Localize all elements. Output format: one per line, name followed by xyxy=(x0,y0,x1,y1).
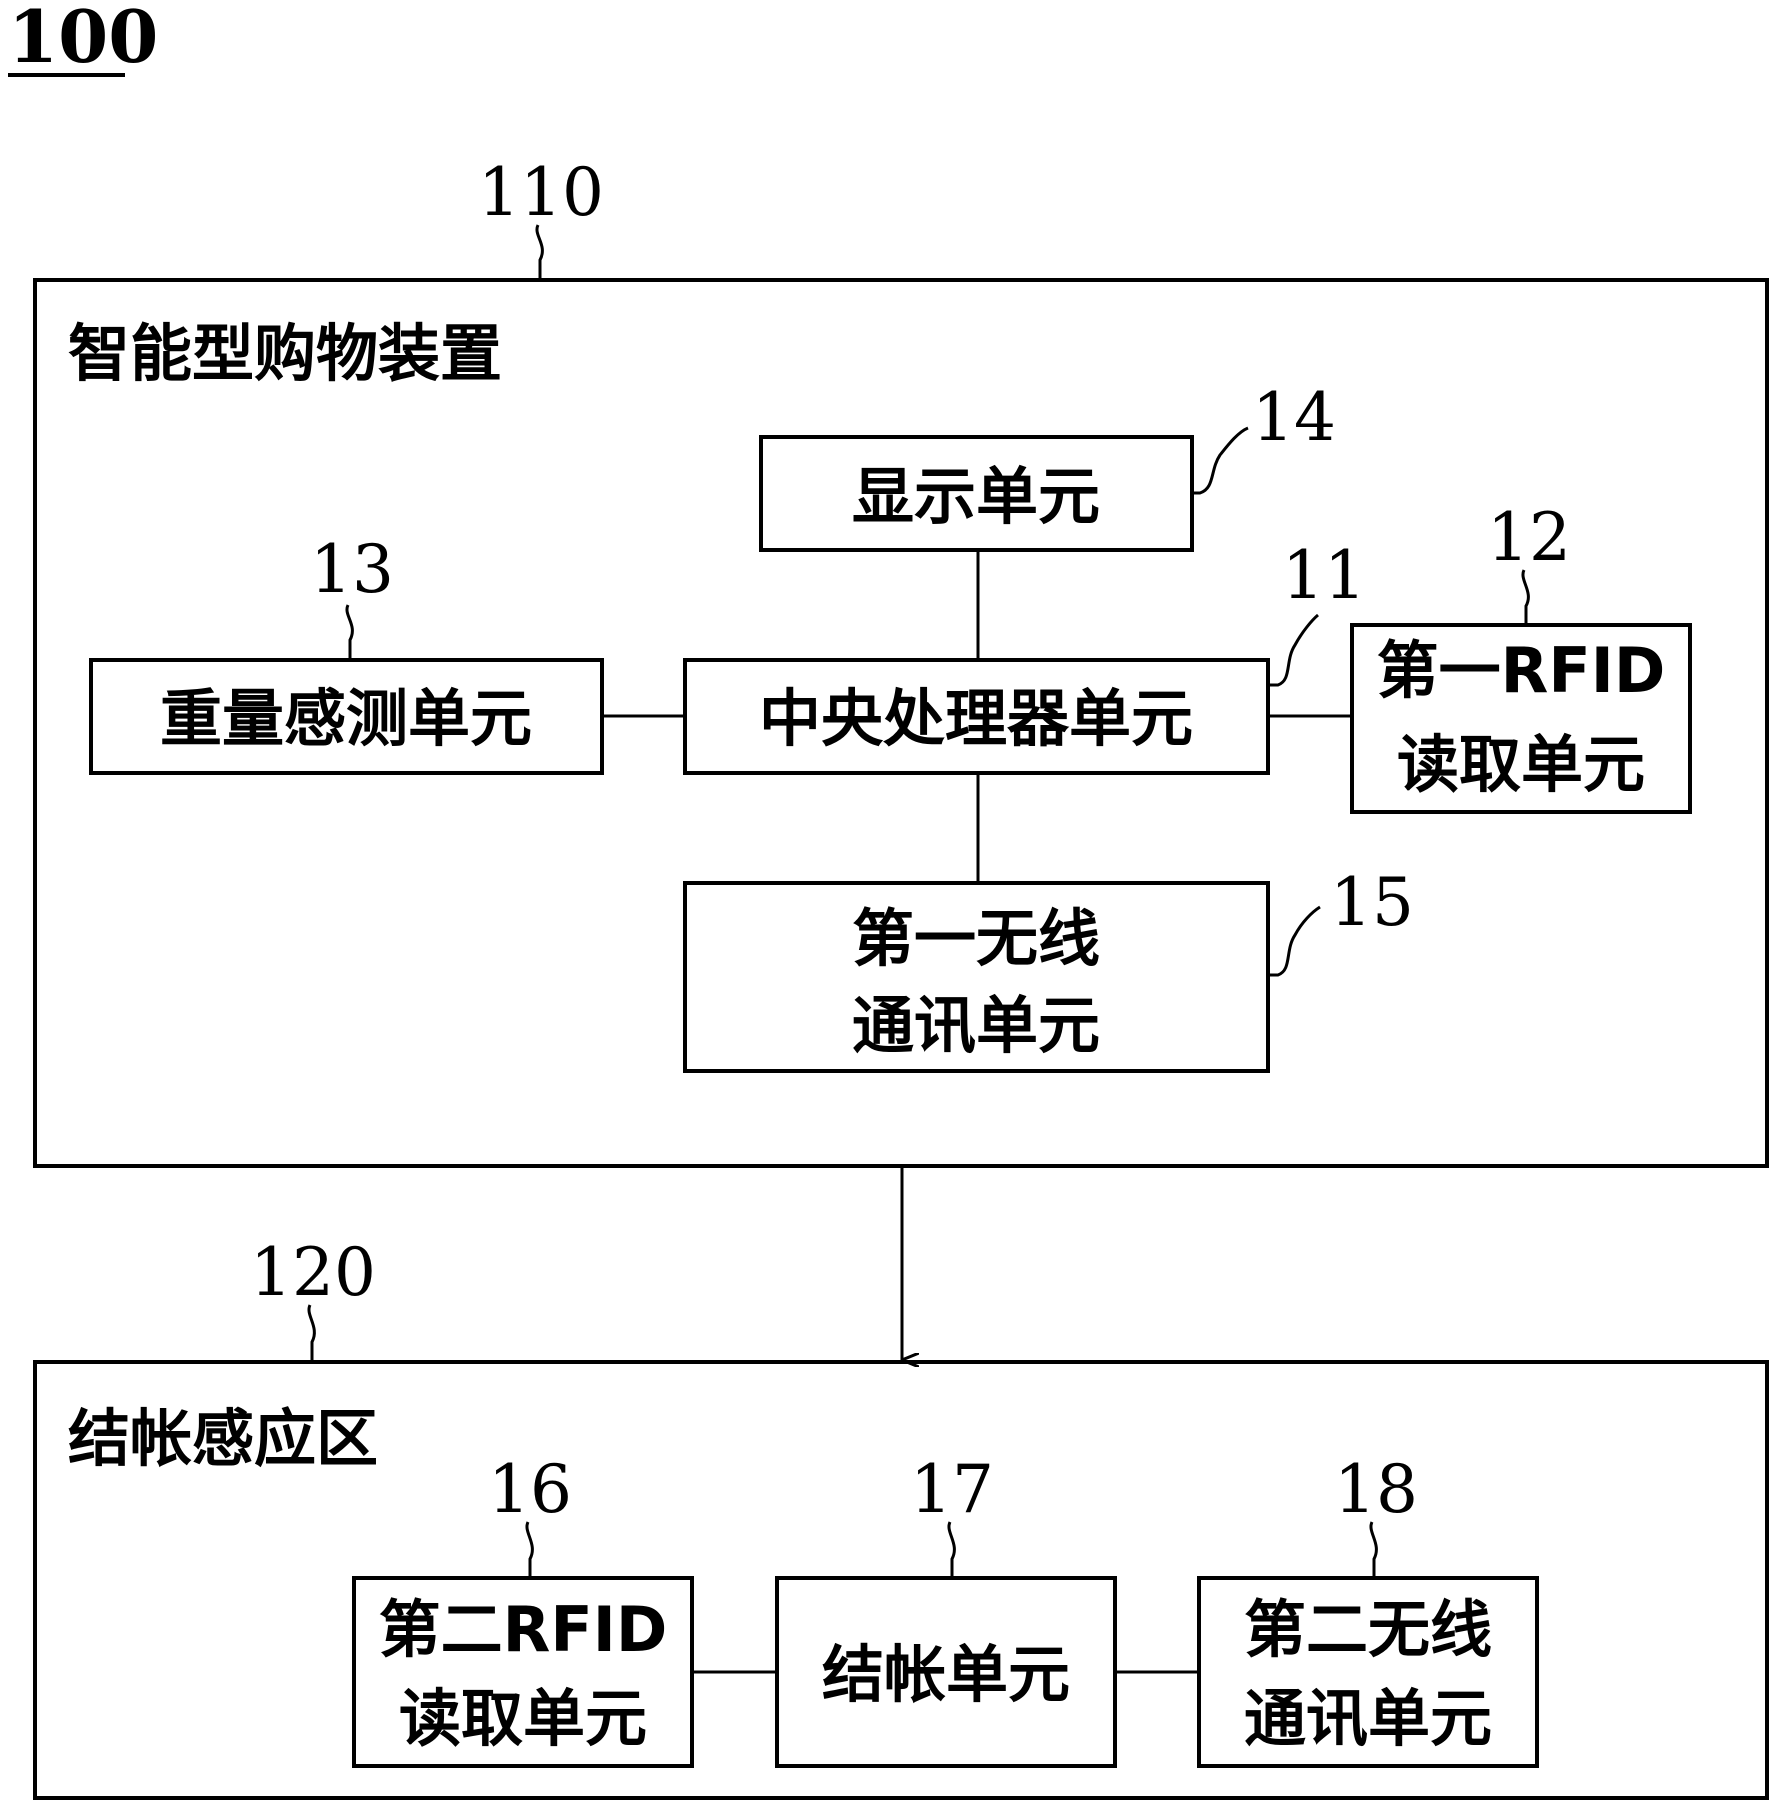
first-rfid-reading-unit-ref: 12 xyxy=(1487,499,1571,576)
zone-ref: 120 xyxy=(250,1234,376,1311)
checkout-unit-ref: 17 xyxy=(910,1451,994,1528)
device-title: 智能型购物装置 xyxy=(68,317,502,390)
cpu-unit-leader xyxy=(1268,615,1318,685)
weight-sensing-unit-leader xyxy=(347,605,352,660)
display-unit-leader xyxy=(1192,428,1248,493)
zone-leader xyxy=(309,1305,314,1362)
weight-sensing-unit-ref: 13 xyxy=(310,531,394,608)
second-wireless-unit-ref: 18 xyxy=(1334,1451,1418,1528)
display-unit-label: 显示单元 xyxy=(852,460,1100,533)
first-wireless-unit-leader xyxy=(1268,907,1320,975)
device-leader xyxy=(537,225,542,280)
second-rfid-reading-unit-line1: 第二RFID xyxy=(379,1593,668,1666)
checkout-unit-label: 结帐单元 xyxy=(822,1638,1070,1711)
device-ref: 110 xyxy=(478,154,604,231)
second-wireless-unit-line1: 第二无线 xyxy=(1244,1593,1492,1666)
second-rfid-reading-unit-line2: 读取单元 xyxy=(399,1682,647,1755)
checkout-unit-leader xyxy=(949,1522,954,1578)
figure-label: 100 xyxy=(8,0,158,79)
first-wireless-unit-ref: 15 xyxy=(1330,864,1414,941)
second-rfid-reading-unit-ref: 16 xyxy=(488,1451,572,1528)
first-rfid-reading-unit-leader xyxy=(1523,570,1528,625)
first-wireless-unit-line1: 第一无线 xyxy=(852,902,1100,975)
second-wireless-unit-line2: 通讯单元 xyxy=(1244,1682,1492,1755)
display-unit-ref: 14 xyxy=(1252,379,1336,456)
second-rfid-reading-unit-leader xyxy=(527,1522,532,1578)
first-rfid-reading-unit-line1: 第一RFID xyxy=(1377,634,1666,707)
zone-title: 结帐感应区 xyxy=(68,1402,378,1475)
weight-sensing-unit-label: 重量感测单元 xyxy=(160,682,532,755)
first-wireless-unit-line2: 通讯单元 xyxy=(852,989,1100,1062)
second-wireless-unit-leader xyxy=(1371,1522,1376,1578)
first-rfid-reading-unit-line2: 读取单元 xyxy=(1397,728,1645,801)
cpu-unit-ref: 11 xyxy=(1282,537,1366,614)
cpu-unit-label: 中央处理器单元 xyxy=(759,682,1193,755)
